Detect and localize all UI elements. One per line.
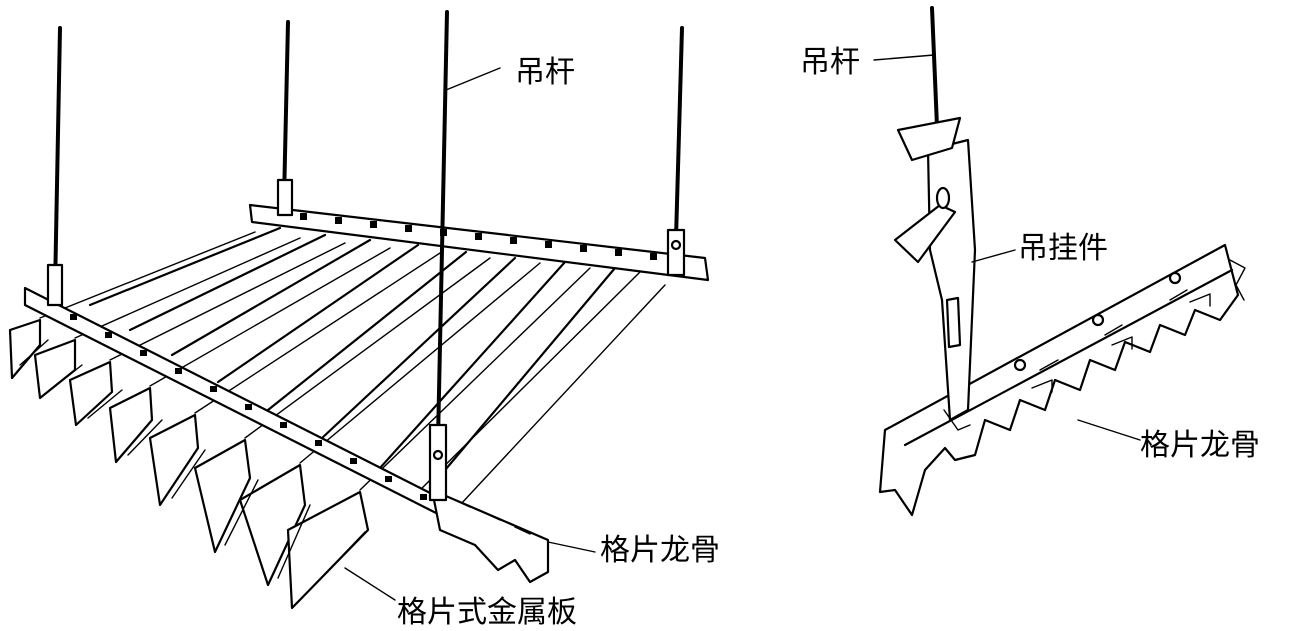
right-assembly: 吊杆 吊挂件 格片龙骨 bbox=[800, 6, 1260, 517]
label-panel: 格片式金属板 bbox=[397, 595, 577, 630]
panel-slats bbox=[39, 226, 666, 506]
hanger-clips bbox=[46, 178, 686, 502]
front-keel bbox=[23, 286, 550, 584]
leader-keel-left bbox=[547, 541, 596, 553]
leader-hanger bbox=[971, 249, 1016, 263]
leader-keel-right bbox=[1077, 419, 1141, 441]
leader-rod-right bbox=[873, 54, 935, 61]
left-assembly: 吊杆 格片龙骨 格片式金属板 bbox=[8, 10, 720, 630]
label-keel-right: 格片龙骨 bbox=[1140, 428, 1260, 463]
label-keel-left: 格片龙骨 bbox=[600, 533, 720, 568]
hanger-detail bbox=[893, 116, 977, 431]
label-hanger: 吊挂件 bbox=[1018, 231, 1108, 266]
keel-detail bbox=[878, 243, 1246, 517]
leader-panel bbox=[344, 567, 396, 601]
label-rod-right: 吊杆 bbox=[800, 45, 860, 80]
rear-keel bbox=[248, 203, 710, 282]
leader-rod-left bbox=[445, 67, 501, 91]
label-rod-left: 吊杆 bbox=[515, 55, 575, 90]
grille-panel-blades bbox=[8, 318, 370, 610]
suspension-rods bbox=[53, 10, 684, 442]
